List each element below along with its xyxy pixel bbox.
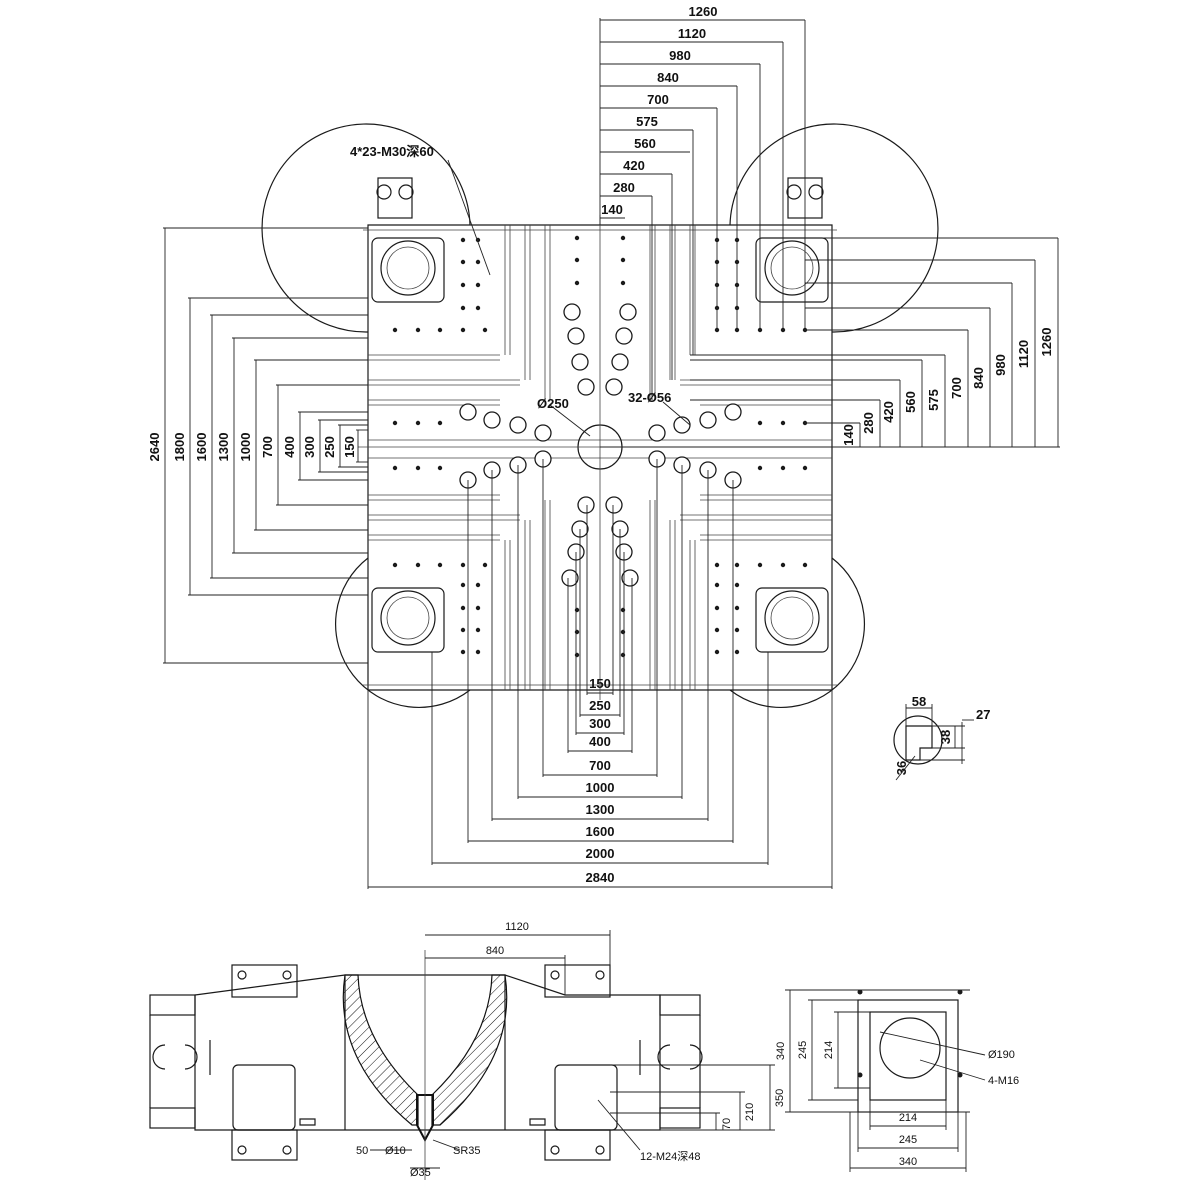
pad-dim-inner-v: 214	[823, 1041, 835, 1059]
bottom-dim-5: 700	[589, 758, 611, 773]
top-dim-7: 560	[634, 136, 656, 151]
top-dim-2: 1120	[678, 26, 706, 41]
left-dim-1: 2640	[147, 433, 162, 462]
left-dim-6: 700	[260, 436, 275, 458]
right-dim-1: 1260	[1039, 328, 1054, 357]
top-dimensions: 1260 1120 980 840 700 575 560 420 280 14…	[599, 4, 806, 400]
ring-holes-callout: 32-Ø56	[628, 390, 671, 405]
bottom-dim-9: 2000	[586, 846, 615, 861]
detail-width: 58	[912, 694, 926, 709]
section-dim-dia35: Ø35	[410, 1167, 431, 1179]
left-dimensions: 2640 1800 1600 1300 1000 700 400 300 250…	[147, 227, 368, 664]
right-dim-7: 560	[903, 391, 918, 413]
pad-dim-inner-h: 214	[899, 1112, 917, 1124]
detail-radius: 36	[894, 761, 909, 775]
bottom-dim-1: 150	[589, 676, 611, 691]
tapped-holes-callout: 4*23-M30深60	[350, 144, 434, 159]
left-dim-3: 1600	[194, 433, 209, 462]
top-dim-5: 700	[647, 92, 669, 107]
section-dim-210: 210	[744, 1103, 756, 1121]
detail-offset: 27	[976, 707, 990, 722]
top-dim-10: 140	[601, 202, 623, 217]
section-dim-bolts: 12-M24深48	[640, 1150, 701, 1163]
slot-detail: 58 38 27 36	[893, 694, 990, 781]
pad-dim-mid-h: 245	[899, 1134, 917, 1146]
right-dim-2: 1120	[1016, 340, 1031, 368]
right-dim-5: 700	[949, 377, 964, 399]
bottom-dim-8: 1600	[586, 824, 615, 839]
right-dim-6: 575	[926, 389, 941, 411]
pad-dim-outer-v: 340	[775, 1042, 787, 1060]
section-dim-sr35: SR35	[453, 1145, 481, 1157]
section-dim-50: 50	[356, 1145, 368, 1157]
bottom-dim-2: 250	[589, 698, 611, 713]
left-dim-2: 1800	[172, 433, 187, 462]
left-dim-5: 1000	[238, 433, 253, 462]
top-dim-3: 980	[669, 48, 691, 63]
detail-height: 38	[938, 730, 953, 744]
left-dim-7: 400	[282, 436, 297, 458]
right-dim-8: 420	[881, 401, 896, 423]
top-dim-8: 420	[623, 158, 645, 173]
right-dim-3: 980	[993, 354, 1008, 376]
bottom-dim-10: 2840	[586, 870, 615, 885]
mounting-pad: 340 245 214 214 245 340 Ø190 4-M16	[775, 989, 1019, 1172]
bottom-dim-4: 400	[589, 734, 611, 749]
right-dim-9: 280	[861, 412, 876, 434]
bottom-dimensions: 150 250 300 400 700 1000 1300 1600 2000 …	[367, 459, 833, 889]
left-dim-9: 250	[322, 436, 337, 458]
right-dim-4: 840	[971, 367, 986, 389]
left-dim-10: 150	[342, 436, 357, 458]
center-hole-callout: Ø250	[537, 396, 569, 411]
bottom-dim-6: 1000	[586, 780, 615, 795]
section-view: 1120 840 350 210 70 50 Ø10 SR35 Ø35 12-M…	[149, 921, 786, 1180]
top-dim-9: 280	[613, 180, 635, 195]
section-dim-70: 70	[721, 1118, 733, 1130]
tie-bar-bores	[371, 237, 829, 653]
top-dim-1: 1260	[689, 4, 718, 19]
pad-dim-mid-v: 245	[797, 1041, 809, 1059]
left-dim-8: 300	[302, 436, 317, 458]
left-dim-4: 1300	[216, 433, 231, 462]
section-dim-top-wide: 1120	[505, 921, 529, 933]
ejector-holes	[459, 303, 742, 587]
section-dim-350: 350	[774, 1089, 786, 1107]
section-dim-top-narrow: 840	[486, 945, 504, 957]
top-dim-4: 840	[657, 70, 679, 85]
section-dim-dia10: Ø10	[385, 1145, 406, 1157]
pad-screws-callout: 4-M16	[988, 1075, 1019, 1087]
bottom-dim-3: 300	[589, 716, 611, 731]
t-slots-vertical	[504, 225, 696, 690]
pad-bore-callout: Ø190	[988, 1049, 1015, 1061]
top-dim-6: 575	[636, 114, 658, 129]
pad-dim-outer-h: 340	[899, 1156, 917, 1168]
right-dim-10: 140	[841, 424, 856, 446]
bottom-dim-7: 1300	[586, 802, 615, 817]
corner-lobes	[261, 123, 939, 708]
right-dimensions: 1260 1120 980 840 700 575 560 420 280 14…	[600, 237, 1060, 448]
